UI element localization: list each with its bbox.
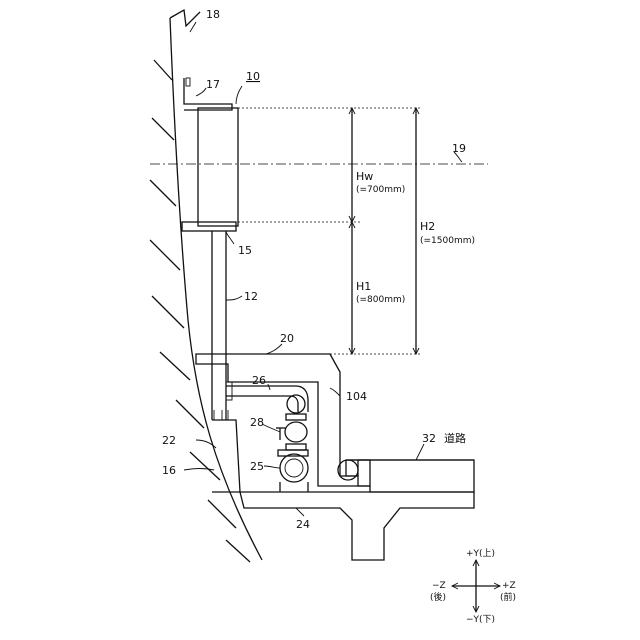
axis-y-down: −Y(下) xyxy=(466,615,495,625)
vertical-pipe xyxy=(212,231,226,420)
dim-h1-value: (=800mm) xyxy=(356,295,405,305)
axis-z-minus-sub: (後) xyxy=(430,591,446,603)
slope-face xyxy=(150,10,262,562)
label-26: 26 xyxy=(252,374,266,387)
dim-hw-value: (=700mm) xyxy=(356,185,405,195)
dim-hw-name: Hw xyxy=(356,170,373,183)
label-15: 15 xyxy=(238,244,252,257)
label-25: 25 xyxy=(250,460,264,473)
axis-z-minus: −Z xyxy=(432,581,446,591)
label-28: 28 xyxy=(250,416,264,429)
valve xyxy=(276,414,307,450)
label-10: 10 xyxy=(246,70,260,83)
dimension-lines xyxy=(238,108,420,354)
axis-z-plus: +Z xyxy=(502,581,516,591)
label-road: 道路 xyxy=(444,431,466,445)
dim-h1-name: H1 xyxy=(356,280,371,293)
label-32: 32 xyxy=(422,432,436,445)
lower-pipe-block xyxy=(212,410,240,492)
label-19: 19 xyxy=(452,142,466,155)
base-slab xyxy=(240,492,474,560)
pump xyxy=(278,450,308,492)
upper-pipe xyxy=(226,382,308,413)
dim-h2-value: (=1500mm) xyxy=(420,236,475,246)
axis-y-up: +Y(上) xyxy=(466,548,495,559)
label-22: 22 xyxy=(162,434,176,447)
tank-body xyxy=(182,108,238,231)
label-12: 12 xyxy=(244,290,258,303)
label-104: 104 xyxy=(346,390,367,403)
road-surface xyxy=(346,460,474,492)
label-16: 16 xyxy=(162,464,176,477)
label-18: 18 xyxy=(206,8,220,21)
label-24: 24 xyxy=(296,518,310,531)
label-17: 17 xyxy=(206,78,220,91)
label-20: 20 xyxy=(280,332,294,345)
axis-z-plus-sub: (前) xyxy=(500,591,516,603)
axis-indicator xyxy=(452,560,500,612)
dim-h2-name: H2 xyxy=(420,220,435,233)
drain-opening xyxy=(338,460,358,480)
